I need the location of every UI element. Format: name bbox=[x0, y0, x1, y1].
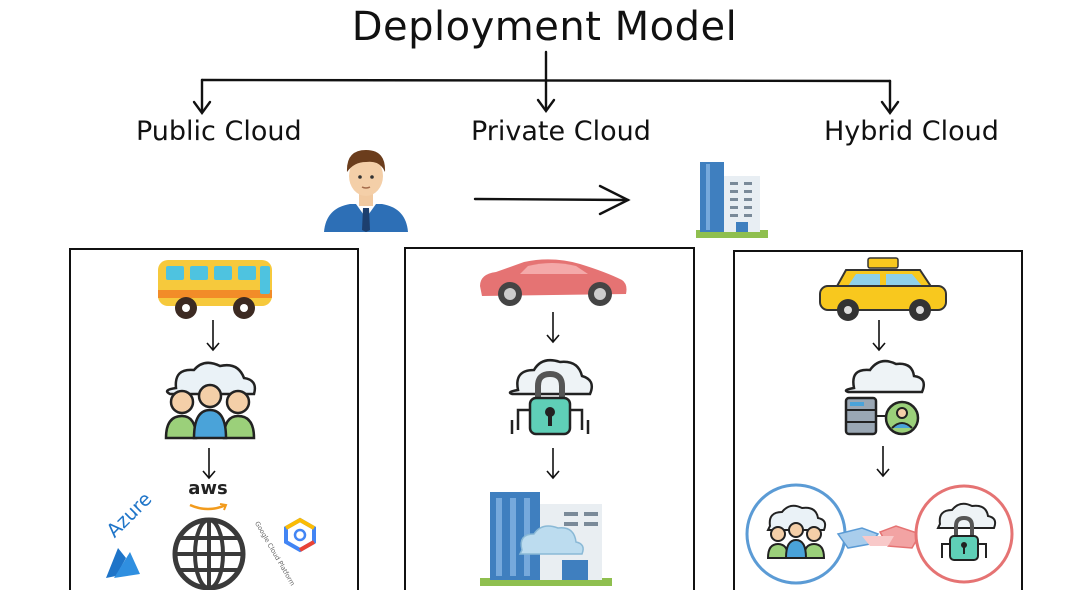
diagram-title: Deployment Model bbox=[351, 4, 738, 50]
aws-logo: aws bbox=[186, 480, 230, 517]
down-arrow-icon bbox=[202, 448, 216, 480]
taxi-icon bbox=[819, 257, 947, 321]
people-cloud-icon bbox=[164, 361, 257, 440]
down-arrow-icon bbox=[876, 446, 890, 478]
aws-smile-icon bbox=[189, 503, 228, 511]
category-hybrid-cloud: Hybrid Cloud bbox=[824, 116, 999, 147]
bus-icon bbox=[158, 260, 272, 319]
office-building-icon bbox=[696, 162, 768, 238]
down-arrow-icon bbox=[546, 448, 560, 480]
car-icon bbox=[480, 259, 627, 306]
handshake-icon bbox=[745, 483, 1014, 585]
down-arrow-icon bbox=[546, 312, 560, 344]
globe-icon bbox=[172, 517, 246, 590]
server-user-cloud-icon bbox=[844, 359, 925, 436]
cloud-lock-icon bbox=[508, 359, 593, 436]
down-arrow-icon bbox=[206, 320, 220, 352]
google-cloud-hexagon-icon bbox=[284, 517, 316, 553]
azure-logo bbox=[106, 548, 140, 578]
category-public-cloud: Public Cloud bbox=[136, 116, 302, 147]
down-arrow-icon bbox=[872, 320, 886, 352]
category-private-cloud: Private Cloud bbox=[471, 116, 651, 147]
building-cloud-icon bbox=[480, 492, 612, 586]
businessman-icon bbox=[324, 150, 408, 232]
